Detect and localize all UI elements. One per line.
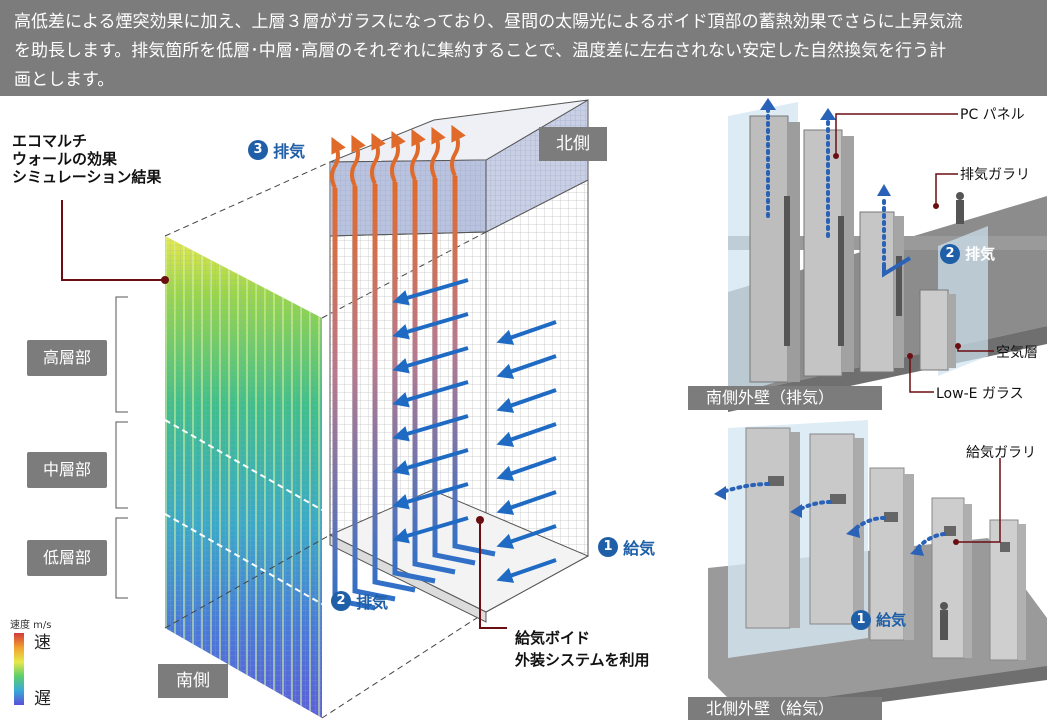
zone-high-label: 高層部	[27, 340, 107, 376]
right-exhaust-2-label: 排気	[965, 245, 996, 263]
callout-lines	[835, 113, 994, 393]
supply-arrow	[392, 482, 469, 510]
sim-title: エコマルチ ウォールの効果 シミュレーション結果	[12, 132, 161, 186]
label-low-e-glass: Low-E ガラス	[936, 386, 1024, 402]
supply-arrow	[496, 320, 557, 345]
exhaust-flame-arrow	[330, 136, 346, 189]
supply-1-number: 1	[598, 537, 618, 557]
sim-title-line-2: ウォールの効果	[12, 150, 118, 168]
supply-1-label: 給気	[623, 539, 656, 558]
supply-arrow	[392, 380, 469, 408]
sim-title-line-1: エコマルチ	[12, 132, 88, 150]
exhaust-3-label: 排気	[273, 142, 306, 161]
right-exhaust-2-number: 2	[940, 243, 960, 264]
exhaust-flame-arrow	[350, 134, 366, 187]
supply-arrow	[392, 448, 469, 476]
description-header: 高低差による煙突効果に加え、上層３層がガラスになっており、昼間の太陽光によるボイ…	[0, 0, 1047, 96]
right-supply-1-badge: 1 給気	[851, 609, 906, 631]
rising-duct	[432, 178, 476, 566]
supply-arrow	[496, 422, 557, 447]
description-line-3: 画とします。	[14, 70, 115, 90]
supply-arrow	[496, 524, 557, 549]
label-exhaust-gallery: 排気ガラリ	[960, 167, 1030, 183]
supply-1-badge: 1 給気	[598, 535, 656, 558]
supply-arrow	[496, 354, 557, 379]
panel-divider	[685, 96, 688, 720]
legend-slow: 遅	[34, 689, 51, 709]
zone-low-label: 低層部	[27, 540, 107, 576]
south-wall-panel	[688, 96, 1047, 412]
supply-arrow	[496, 558, 557, 583]
label-supply-gallery: 給気ガラリ	[966, 445, 1036, 461]
exhaust-flow-heads	[760, 98, 891, 196]
right-supply-1-number: 1	[851, 609, 871, 630]
right-supply-1-label: 給気	[876, 611, 907, 629]
rising-air-ducts	[330, 124, 496, 611]
supply-arrow	[496, 388, 557, 413]
supply-air-arrows	[392, 278, 557, 583]
north-wall-caption: 北側外壁（給気）	[688, 697, 882, 720]
north-wall-panel	[688, 418, 1047, 720]
label-air-layer: 空気層	[996, 345, 1038, 361]
sim-title-line-3: シミュレーション結果	[12, 168, 162, 186]
exhaust-flame-arrow	[450, 124, 466, 177]
rising-duct	[392, 182, 436, 584]
north-side-label: 北側	[539, 127, 607, 161]
supply-arrow	[392, 414, 469, 442]
south-wall-caption: 南側外壁（排気）	[688, 386, 882, 410]
legend-fast: 速	[34, 633, 51, 653]
supply-arrow	[496, 456, 557, 481]
label-pc-panel: PC パネル	[960, 107, 1025, 123]
exhaust-2-number: 2	[331, 591, 351, 611]
supply-void-line-1: 給気ボイド	[515, 629, 591, 647]
exhaust-2-badge: 2 排気	[331, 589, 389, 612]
exhaust-flame-arrow	[430, 126, 446, 179]
person-silhouette-north	[940, 602, 948, 640]
exhaust-flame-arrow	[370, 132, 386, 185]
legend-title: 速度 m/s	[10, 620, 52, 631]
exhaust-flow-dots	[766, 108, 886, 268]
rising-duct	[452, 176, 496, 557]
pc-panel-piers-north	[745, 427, 1026, 661]
supply-void-label: 給気ボイド 外装システムを利用	[515, 627, 650, 671]
speed-legend-bar	[14, 633, 24, 705]
supply-arrow	[496, 490, 557, 515]
exhaust-grilles	[784, 196, 902, 346]
exhaust-3-number: 3	[248, 140, 268, 160]
supply-arrow	[392, 312, 469, 340]
zone-brackets	[115, 296, 128, 599]
supply-arrow	[392, 278, 469, 306]
sim-pointer-line	[61, 200, 165, 281]
void-pointer-line	[479, 520, 507, 629]
exhaust-flame-arrow	[410, 128, 426, 181]
rising-duct	[372, 184, 416, 593]
zone-mid-label: 中層部	[27, 452, 107, 488]
exhaust-3-badge: 3 排気	[248, 138, 306, 161]
description-line-2: を助長します。排気箇所を低層･中層･高層のそれぞれに集約することで、温度差に左右…	[14, 41, 947, 61]
rising-duct	[352, 186, 396, 602]
supply-arrow	[392, 516, 469, 544]
supply-void-line-2: 外装システムを利用	[515, 651, 650, 669]
supply-grilles	[768, 476, 1010, 552]
description-line-1: 高低差による煙突効果に加え、上層３層がガラスになっており、昼間の太陽光によるボイ…	[14, 12, 963, 32]
right-exhaust-2-badge: 2 排気	[940, 243, 995, 265]
person-silhouette	[956, 192, 964, 224]
rising-duct	[412, 180, 456, 575]
exhaust-2-label: 排気	[356, 593, 389, 612]
exhaust-flame-arrow	[390, 130, 406, 183]
simulation-panel	[165, 236, 322, 718]
south-side-label: 南側	[158, 664, 228, 698]
zone-dividers	[164, 419, 323, 605]
supply-arrow	[392, 346, 469, 374]
